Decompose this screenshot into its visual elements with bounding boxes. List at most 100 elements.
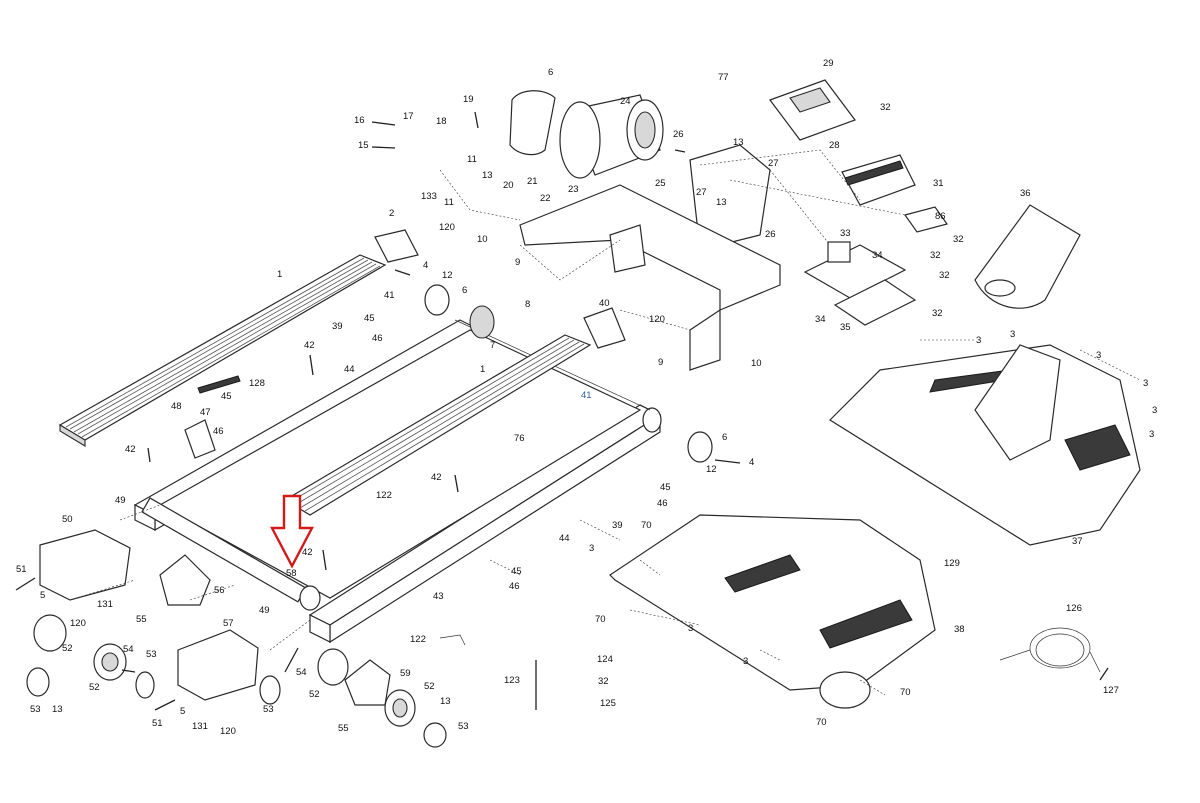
part-label: 32 <box>939 270 950 281</box>
part-label: 52 <box>62 643 73 654</box>
part-label: 1 <box>480 364 485 375</box>
part-label: 53 <box>458 721 469 732</box>
part-label: 32 <box>953 234 964 245</box>
part-label: 35 <box>840 322 851 333</box>
part-label: 6 <box>462 285 467 296</box>
part-label: 42 <box>302 547 313 558</box>
part-label: 25 <box>655 178 666 189</box>
part-label: 120 <box>220 726 236 737</box>
left-roller-bracket <box>374 229 419 263</box>
part-label: 18 <box>436 116 447 127</box>
part-label: 126 <box>1066 603 1082 614</box>
part-label: 13 <box>716 197 727 208</box>
part-label: 11 <box>444 197 454 208</box>
part-label: 42 <box>431 472 442 483</box>
drive-belt <box>509 90 556 156</box>
part-label: 4 <box>749 457 754 468</box>
part-label: 55 <box>338 723 349 734</box>
part-label: 51 <box>16 564 27 575</box>
wheel-4 <box>384 689 416 727</box>
wheel-2 <box>93 643 127 681</box>
wheel-cap-2 <box>135 671 155 699</box>
part-label: 32 <box>880 102 891 113</box>
part-label: 53 <box>263 704 274 715</box>
leader-lines <box>69 149 1141 696</box>
part-label: 13 <box>733 137 744 148</box>
part-label: 47 <box>200 407 211 418</box>
part-label: 26 <box>765 229 776 240</box>
part-label: 19 <box>463 94 474 105</box>
part-label: 3 <box>1143 378 1148 389</box>
part-label: 49 <box>115 495 126 506</box>
part-label: 4 <box>423 260 428 271</box>
part-label: 46 <box>657 498 668 509</box>
part-label: 10 <box>751 358 762 369</box>
part-label: 32 <box>598 676 609 687</box>
drive-motor <box>559 94 664 179</box>
part-label: 38 <box>954 624 965 635</box>
part-label: 55 <box>136 614 147 625</box>
part-label: 31 <box>933 178 944 189</box>
part-label: 51 <box>152 718 163 729</box>
part-label: 133 <box>421 191 437 202</box>
motor-hood-base <box>829 344 1141 546</box>
part-label: 127 <box>1103 685 1119 696</box>
part-label: 40 <box>599 298 610 309</box>
wheel-1 <box>33 614 67 652</box>
part-label: 131 <box>97 599 113 610</box>
part-label: 43 <box>433 591 444 602</box>
part-label: 70 <box>641 520 652 531</box>
part-label: 3 <box>1152 405 1157 416</box>
part-label: 28 <box>829 140 840 151</box>
wheel-cap-3 <box>259 675 281 705</box>
lift-frame <box>519 184 781 371</box>
left-rear-endcap <box>39 529 131 601</box>
part-label: 13 <box>52 704 63 715</box>
part-label: 57 <box>223 618 234 629</box>
part-label: 27 <box>768 158 779 169</box>
part-label: 6 <box>722 432 727 443</box>
part-label: 21 <box>527 176 538 187</box>
board-mount-plate <box>833 279 917 326</box>
pulley-left <box>424 284 450 316</box>
part-label: 5 <box>180 706 185 717</box>
part-label: 16 <box>354 115 365 126</box>
part-label: 120 <box>439 222 455 233</box>
filter-board <box>803 241 907 299</box>
right-upper-side-rail <box>283 334 592 516</box>
part-label: 77 <box>718 72 729 83</box>
wheel-cap-1 <box>26 667 50 697</box>
tension-plate <box>184 419 216 459</box>
part-label: 15 <box>358 140 369 151</box>
part-label: 33 <box>840 228 851 239</box>
part-label: 42 <box>304 340 315 351</box>
part-label: 3 <box>1149 429 1154 440</box>
part-label: 46 <box>372 333 383 344</box>
rear-roller <box>141 497 321 611</box>
highlight-arrow <box>270 494 314 569</box>
part-label: 76 <box>514 433 525 444</box>
part-label: 34 <box>872 250 883 261</box>
part-label: 12 <box>706 464 717 475</box>
part-label: 22 <box>540 193 551 204</box>
part-label: 7 <box>490 340 495 351</box>
part-label: 53 <box>146 649 157 660</box>
part-label: 52 <box>89 682 100 693</box>
part-label: 3 <box>743 656 748 667</box>
part-label: 56 <box>214 585 225 596</box>
wheel-3 <box>317 648 349 686</box>
part-label: 70 <box>900 687 911 698</box>
incline-motor-bracket <box>609 224 646 273</box>
part-label: 125 <box>600 698 616 709</box>
part-label: 42 <box>125 444 136 455</box>
pulley-right <box>687 431 713 463</box>
part-label: 10 <box>477 234 488 245</box>
part-label: 58 <box>286 568 297 579</box>
part-label: 9 <box>515 257 520 268</box>
part-label: 24 <box>620 96 631 107</box>
insulator-plate <box>904 206 948 233</box>
part-label: 54 <box>123 644 134 655</box>
part-label: 128 <box>249 378 265 389</box>
part-label: 34 <box>815 314 826 325</box>
